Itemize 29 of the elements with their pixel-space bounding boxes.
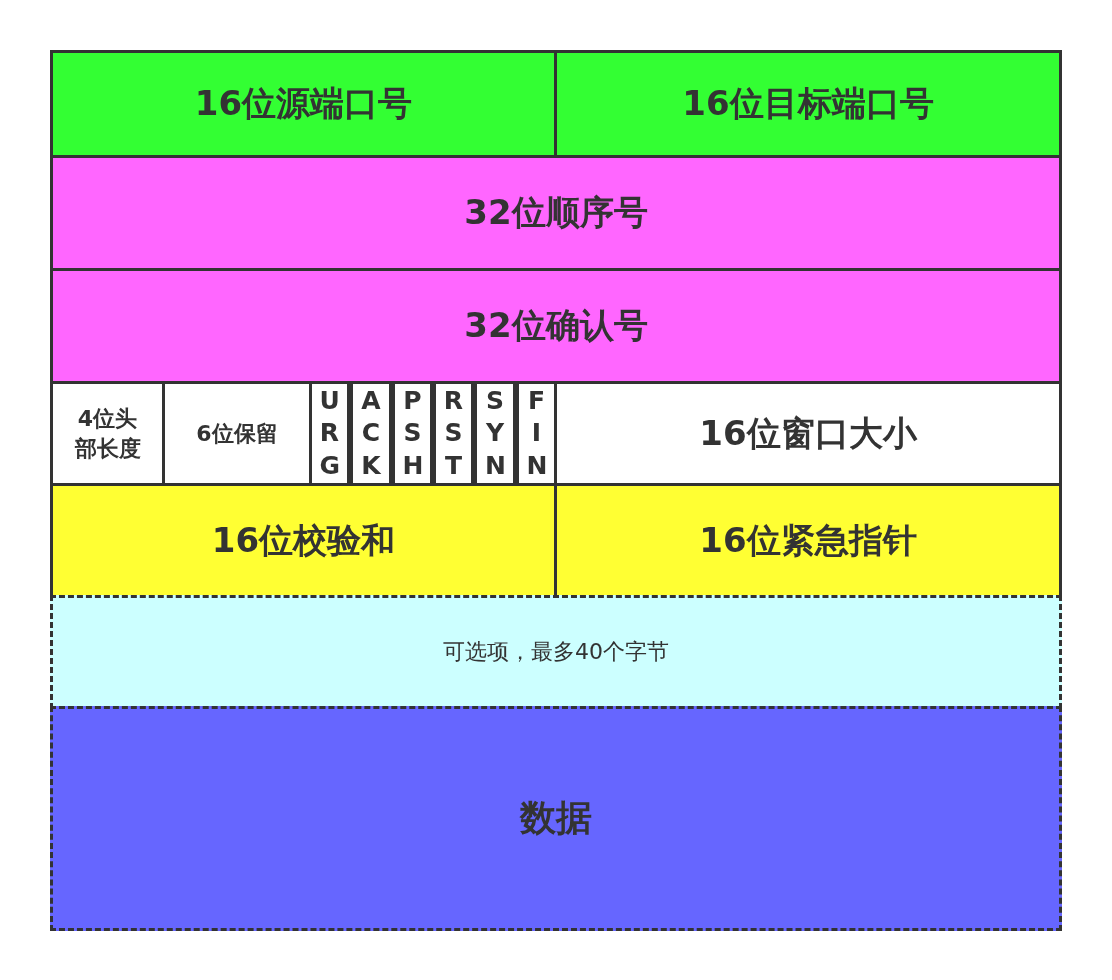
header-field xyxy=(50,483,557,598)
flag-label: RST xyxy=(443,384,464,482)
header-field xyxy=(50,155,1062,271)
flag-label: SYN xyxy=(485,384,505,482)
header-field xyxy=(50,268,1062,384)
header-field xyxy=(433,381,474,486)
flag-label: PSH xyxy=(402,384,423,482)
field-label: 16位校验和 xyxy=(211,518,396,562)
header-field xyxy=(554,483,1062,598)
field-label: 16位源端口号 xyxy=(194,82,413,125)
header-field xyxy=(350,381,392,486)
header-field xyxy=(50,706,1062,931)
header-field xyxy=(554,50,1062,158)
field-label: 数据 xyxy=(520,796,592,840)
field-label: 16位紧急指针 xyxy=(699,518,917,562)
header-field xyxy=(50,595,1062,709)
flag-label: FIN xyxy=(526,384,547,482)
field-label: 4位头部长度 xyxy=(73,404,142,463)
flag-label: URG xyxy=(319,384,340,482)
field-label: 32位确认号 xyxy=(464,304,648,347)
field-label: 可选项，最多40个字节 xyxy=(443,638,669,666)
header-field xyxy=(392,381,433,486)
flag-label: ACK xyxy=(361,384,381,482)
header-field xyxy=(474,381,516,486)
field-label: 6位保留 xyxy=(196,419,278,448)
field-label: 16位目标端口号 xyxy=(682,82,934,125)
header-field xyxy=(50,50,557,158)
field-label: 32位顺序号 xyxy=(464,191,648,234)
field-label: 16位窗口大小 xyxy=(699,411,917,455)
